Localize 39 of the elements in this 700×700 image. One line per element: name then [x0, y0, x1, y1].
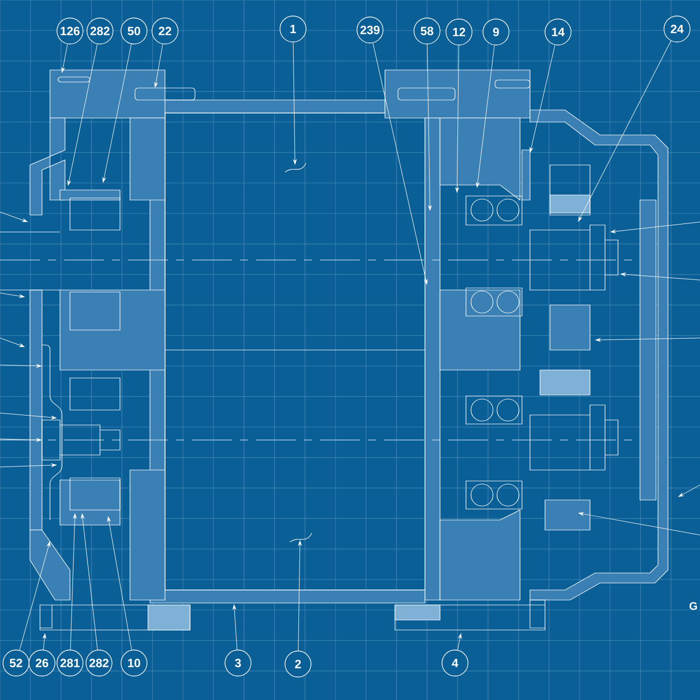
- callout-number: 58: [414, 18, 440, 44]
- callout-number: 50: [120, 18, 148, 44]
- leader-line: [70, 514, 77, 650]
- leader-line: [102, 44, 132, 182]
- callout-number: 2: [284, 650, 312, 678]
- callout-number: 24: [664, 16, 690, 42]
- leader-line: [107, 516, 132, 650]
- leader-line: [67, 44, 98, 186]
- callout-number: 1: [280, 16, 306, 42]
- callout-number: 9: [482, 18, 510, 46]
- leader-line: [455, 45, 460, 192]
- callout-number: 4: [442, 650, 468, 676]
- callout-number: 3: [224, 650, 252, 676]
- callout-number: 239: [356, 16, 384, 44]
- leader-line: [80, 514, 98, 650]
- leader-line: [457, 634, 462, 650]
- callout-number: 282: [86, 18, 114, 44]
- callout-number: 12: [446, 18, 472, 46]
- leader-line: [19, 542, 50, 650]
- callout-number: 22: [152, 18, 178, 44]
- callout-number: 126: [56, 18, 84, 44]
- leader-line: [292, 42, 297, 164]
- leader-line: [61, 44, 68, 72]
- leader-line: [298, 540, 302, 651]
- leader-line: [530, 44, 556, 152]
- callout-number: 26: [28, 650, 56, 676]
- leader-line: [372, 42, 428, 284]
- leader-line: [232, 604, 238, 650]
- callout-number: 10: [120, 650, 148, 676]
- callout-number: 282: [86, 650, 112, 676]
- leader-line: [42, 634, 46, 650]
- callout-number: 281: [56, 650, 84, 676]
- leader-line: [578, 40, 672, 222]
- leader-line: [426, 44, 432, 210]
- leader-line: [476, 45, 495, 188]
- callout-number: 52: [2, 650, 30, 676]
- cut-off-label: G: [690, 602, 697, 610]
- leader-line: [154, 44, 163, 88]
- callout-number: 14: [544, 18, 572, 46]
